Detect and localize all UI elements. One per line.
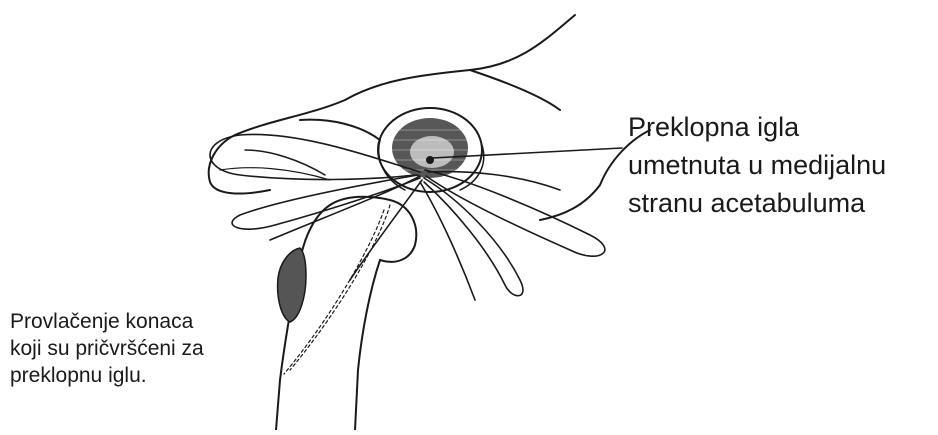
sutures-label-line-1: Provlačenje konaca [10, 308, 204, 335]
needle-label-line-3: stranu acetabuluma [628, 184, 886, 222]
pelvis-outline [209, 15, 650, 220]
needle-entry-point [426, 156, 434, 164]
femur [276, 197, 416, 430]
sutures-label: Provlačenje konaca koji su pričvršćeni z… [10, 308, 204, 389]
needle-label-line-2: umetnuta u medijalnu [628, 146, 886, 184]
needle-label: Preklopna igla umetnuta u medijalnu stra… [628, 108, 886, 222]
sutures-label-line-3: preklopnu iglu. [10, 362, 204, 389]
sutures-label-line-2: koji su pričvršćeni za [10, 335, 204, 362]
needle-label-line-1: Preklopna igla [628, 108, 886, 146]
